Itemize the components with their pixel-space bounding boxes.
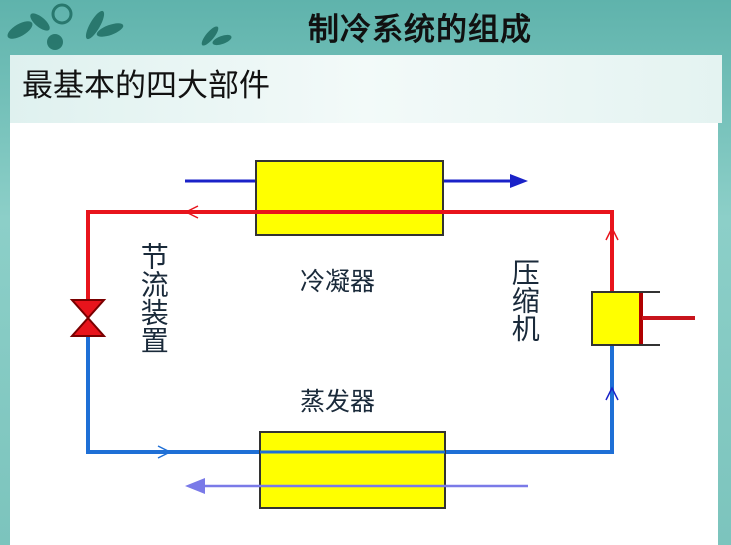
arrow-head-icon — [185, 478, 205, 494]
flow-arrow-icon — [605, 386, 619, 401]
evaporator-label: 蒸发器 — [300, 387, 376, 416]
flow-arrow-icon — [605, 226, 619, 241]
throttle-label: 节流装置 — [136, 242, 170, 354]
throttle-valve-icon — [69, 299, 107, 337]
floral-decoration — [7, 3, 232, 50]
slide-title: 制冷系统的组成 — [308, 12, 532, 48]
flow-arrow-icon — [184, 205, 199, 219]
compressor-label: 压缩机 — [507, 258, 541, 342]
compressor — [591, 291, 641, 346]
evaporator — [259, 431, 446, 509]
condenser-label: 冷凝器 — [300, 267, 376, 296]
arrow-head-icon — [510, 174, 528, 188]
condenser — [255, 160, 444, 236]
slide-subtitle: 最基本的四大部件 — [22, 68, 270, 104]
flow-arrow-icon — [157, 445, 172, 459]
subtitle-band — [10, 55, 722, 123]
